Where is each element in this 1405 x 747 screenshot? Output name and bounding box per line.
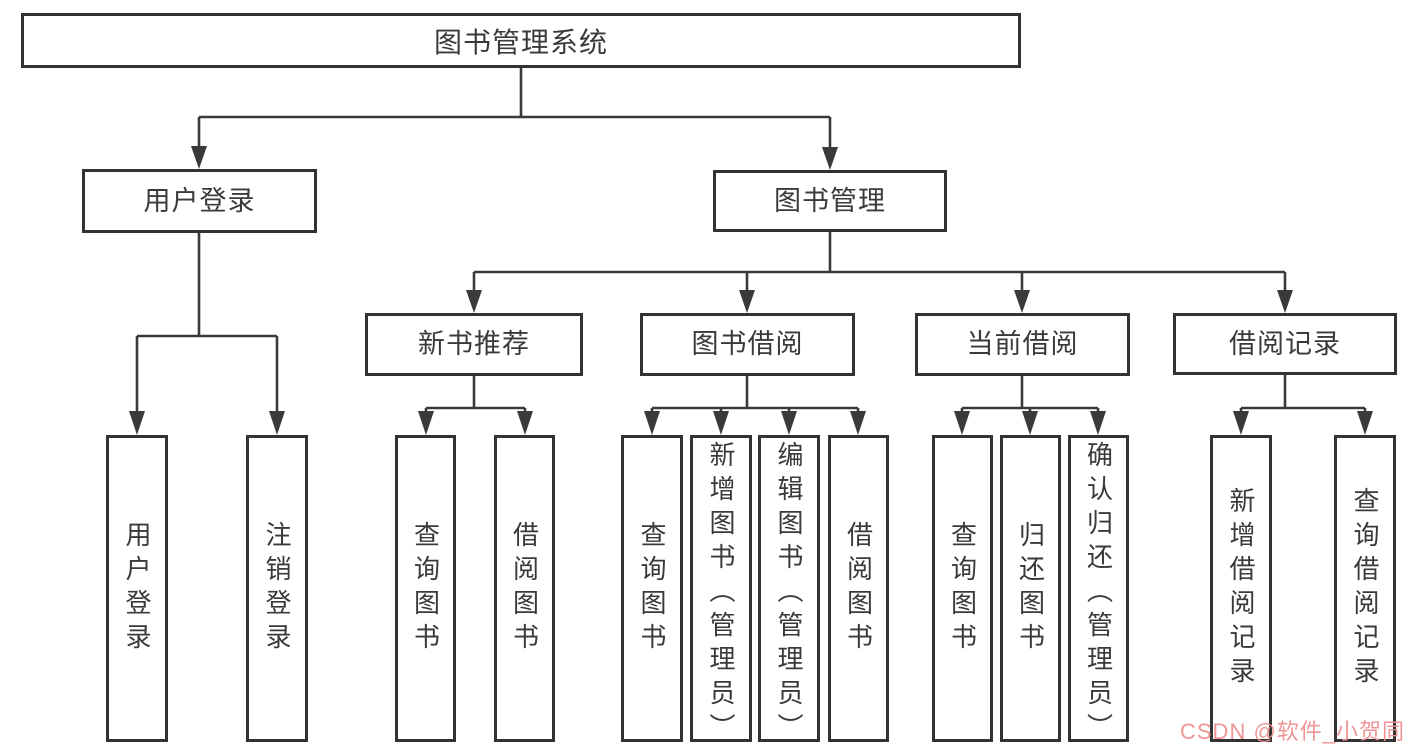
leaf-label: 查询借阅记录	[1350, 486, 1380, 691]
arrowheads	[129, 146, 1373, 435]
leaf-query-books-current: 查询图书	[932, 435, 993, 742]
leaf-add-books-admin: 新增图书（管理员）	[690, 435, 752, 747]
node-library-management-system: 图书管理系统	[21, 13, 1021, 68]
csdn-watermark: CSDN @软件_小贺同学	[1180, 719, 1405, 744]
leaf-query-borrow-record: 查询借阅记录	[1334, 435, 1396, 742]
leaf-label: 编辑图书（管理员）	[774, 440, 804, 747]
leaf-logout: 注销登录	[246, 435, 308, 742]
leaf-label: 用户登录	[122, 520, 152, 657]
node-new-book-recommend: 新书推荐	[365, 313, 583, 376]
leaf-label: 新增图书（管理员）	[706, 440, 736, 747]
leaf-label: 注销登录	[262, 520, 292, 657]
node-book-borrowing: 图书借阅	[640, 313, 855, 376]
leaf-label: 查询图书	[410, 520, 441, 657]
node-current-borrowing: 当前借阅	[915, 313, 1130, 376]
leaf-label: 确认归还（管理员）	[1083, 440, 1114, 747]
leaf-label: 借阅图书	[509, 520, 540, 657]
node-book-management: 图书管理	[713, 170, 947, 232]
leaf-query-books-recommend: 查询图书	[395, 435, 456, 742]
leaf-edit-books-admin: 编辑图书（管理员）	[758, 435, 820, 747]
leaf-query-books-borrowing: 查询图书	[621, 435, 683, 742]
leaf-confirm-return-admin: 确认归还（管理员）	[1068, 435, 1129, 747]
leaf-label: 借阅图书	[843, 520, 874, 657]
leaf-borrow-books-recommend: 借阅图书	[494, 435, 555, 742]
leaf-borrow-books-borrowing: 借阅图书	[828, 435, 889, 742]
leaf-label: 归还图书	[1015, 520, 1046, 657]
leaf-label: 新增借阅记录	[1226, 486, 1256, 691]
leaf-user-login: 用户登录	[106, 435, 168, 742]
leaf-return-books: 归还图书	[1000, 435, 1061, 742]
leaf-label: 查询图书	[947, 520, 978, 657]
node-user-login: 用户登录	[82, 169, 317, 233]
node-borrowing-records: 借阅记录	[1173, 313, 1397, 375]
leaf-label: 查询图书	[637, 520, 667, 657]
leaf-add-borrow-record: 新增借阅记录	[1210, 435, 1272, 742]
